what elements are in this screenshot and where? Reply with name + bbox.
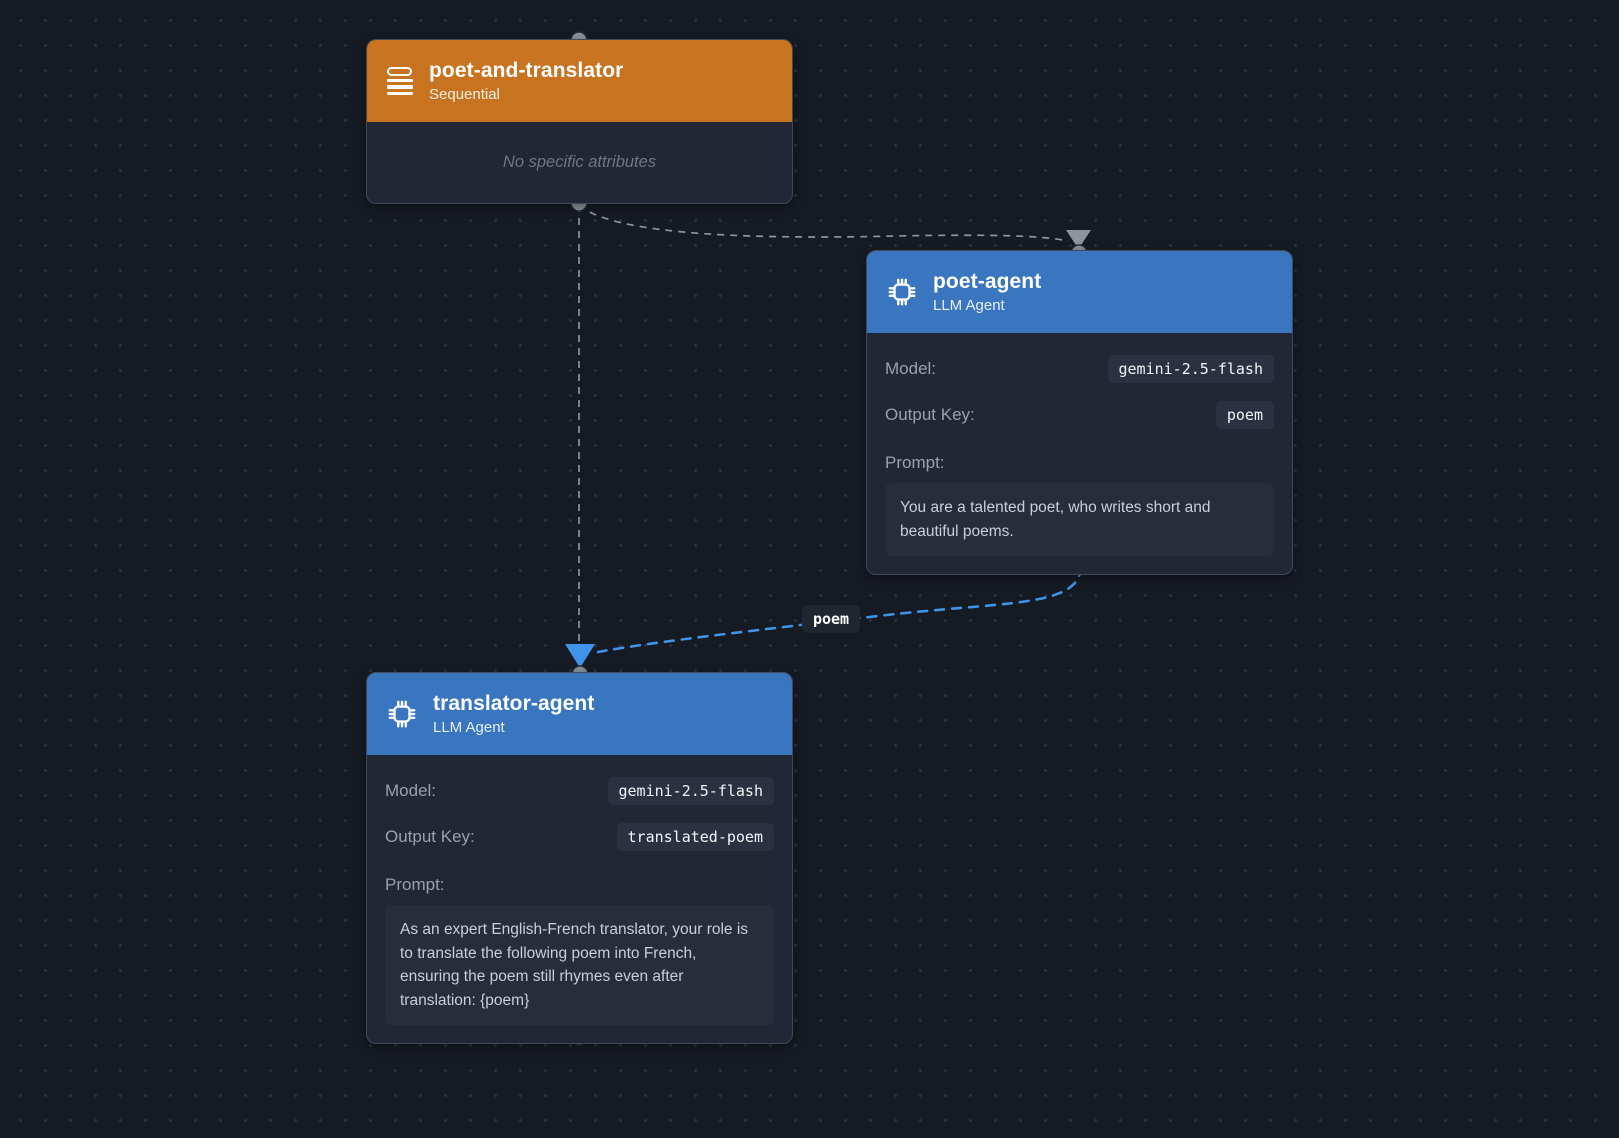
arrowhead-poet-top	[1066, 230, 1091, 249]
edge-label-poem[interactable]: poem	[801, 605, 861, 633]
model-label: Model:	[385, 781, 437, 800]
node-body: No specific attributes	[367, 122, 792, 203]
edge-sequential-to-poet[interactable]	[578, 204, 1069, 242]
node-header-sequential: poet-and-translator Sequential	[367, 40, 792, 122]
output-key-value: translated-poem	[616, 823, 774, 851]
node-title: poet-and-translator	[429, 59, 624, 82]
no-attributes-text: No specific attributes	[502, 153, 657, 171]
node-subtitle: LLM Agent	[433, 719, 505, 736]
output-key-row: Output Key: translated-poem	[385, 823, 774, 851]
prompt-label: Prompt:	[885, 453, 945, 472]
node-poet-agent[interactable]: poet-agent LLM Agent Model: gemini-2.5-f…	[866, 250, 1293, 576]
node-subtitle: LLM Agent	[933, 297, 1005, 314]
node-poet-and-translator[interactable]: poet-and-translator Sequential No specif…	[366, 39, 793, 204]
node-subtitle: Sequential	[429, 86, 500, 103]
model-value: gemini-2.5-flash	[607, 777, 774, 805]
output-key-label: Output Key:	[385, 827, 475, 846]
model-row: Model: gemini-2.5-flash	[385, 777, 774, 805]
output-key-value: poem	[1215, 401, 1274, 429]
node-body: Model: gemini-2.5-flash Output Key: poem…	[867, 333, 1292, 574]
node-header-llm: poet-agent LLM Agent	[867, 251, 1292, 333]
node-translator-agent[interactable]: translator-agent LLM Agent Model: gemini…	[366, 672, 793, 1045]
node-title: translator-agent	[433, 692, 595, 715]
chip-icon	[888, 278, 916, 306]
node-body: Model: gemini-2.5-flash Output Key: tran…	[367, 755, 792, 1043]
model-label: Model:	[885, 359, 937, 378]
prompt-label: Prompt:	[385, 875, 445, 894]
model-row: Model: gemini-2.5-flash	[885, 355, 1274, 383]
prompt-text: You are a talented poet, who writes shor…	[885, 483, 1274, 557]
output-key-label: Output Key:	[885, 405, 975, 424]
arrowhead-translator-top	[565, 644, 595, 668]
sequential-icon	[387, 66, 413, 96]
chip-icon	[388, 700, 416, 728]
node-title: poet-agent	[933, 270, 1042, 293]
model-value: gemini-2.5-flash	[1107, 355, 1274, 383]
node-header-llm: translator-agent LLM Agent	[367, 673, 792, 755]
prompt-text: As an expert English-French translator, …	[385, 905, 774, 1026]
output-key-row: Output Key: poem	[885, 401, 1274, 429]
